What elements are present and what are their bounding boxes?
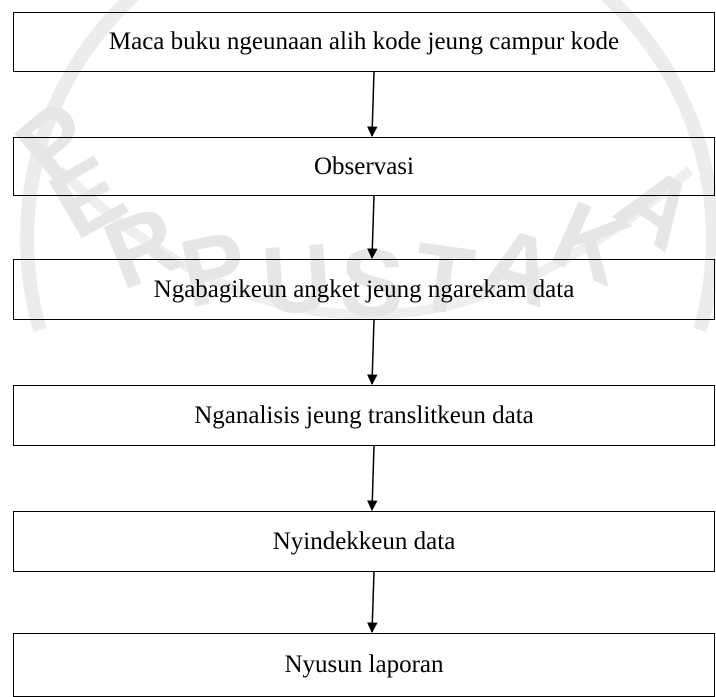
step-label-6: Nyusun laporan [284, 651, 444, 678]
step-box-6: Nyusun laporan [13, 633, 715, 697]
step-label-5: Nyindekkeun data [272, 527, 456, 555]
step-box-5: Nyindekkeun data [13, 511, 715, 572]
step-box-1: Maca buku ngeunaan alih kode jeung campu… [13, 12, 715, 72]
arrow-4-to-5 [367, 445, 378, 512]
step-box-4: Nganalisis jeung translitkeun data [13, 385, 715, 446]
arrow-1-to-2 [367, 71, 378, 138]
arrow-5-to-6 [367, 571, 378, 634]
step-label-2: Observasi [314, 152, 414, 180]
step-label-3: Ngabagikeun angket jeung ngarekam data [153, 275, 575, 303]
step-label-4: Nganalisis jeung translitkeun data [194, 401, 534, 429]
arrow-3-to-4 [367, 319, 378, 386]
step-box-2: Observasi [13, 137, 715, 196]
step-label-1: Maca buku ngeunaan alih kode jeung campu… [108, 28, 620, 55]
step-box-3: Ngabagikeun angket jeung ngarekam data [13, 259, 715, 320]
arrow-2-to-3 [367, 195, 378, 260]
